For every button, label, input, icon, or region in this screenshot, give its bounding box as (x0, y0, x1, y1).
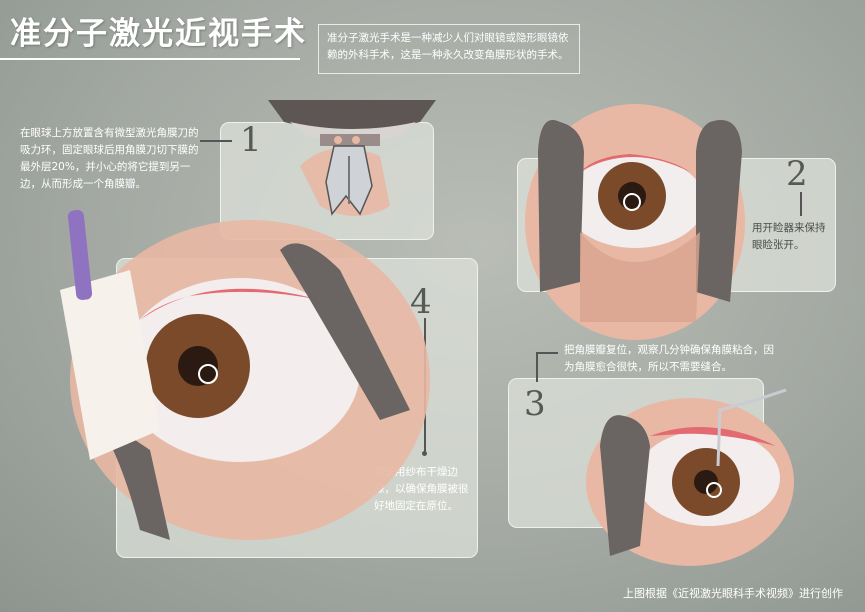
step-3-caption: 把角膜瓣复位，观察几分钟确保角膜粘合，因为角膜愈合很快，所以不需要缝合。 (564, 344, 774, 373)
page-title: 准分子激光近视手术 (10, 16, 307, 52)
step-3-leader-v (536, 352, 538, 382)
step-2-leader (800, 192, 802, 216)
step-3-leader-h (536, 352, 558, 354)
speculum-eye-illustration (525, 104, 745, 340)
step-4-number: 4 (410, 282, 432, 322)
step-2-number: 2 (786, 154, 808, 194)
sponge-drying-illustration (60, 210, 430, 540)
flap-repositioning-illustration (586, 388, 794, 566)
intro-text: 准分子激光手术是一种减少人们对眼镜或隐形眼镜依赖的外科手术，这是一种永久改变角膜… (318, 24, 580, 74)
step-2-caption: 用开睑器来保持眼睑张开。 (752, 222, 826, 251)
step-4-leader-dot (422, 451, 427, 456)
step-1-leader (200, 140, 232, 142)
step-1-caption: 在眼球上方放置含有微型激光角膜刀的吸力环，固定眼球后用角膜刀切下膜的最外层20%… (20, 127, 199, 190)
microkeratome-illustration (268, 100, 436, 216)
title-underline (0, 58, 300, 60)
step-3-number: 3 (524, 384, 546, 424)
credit-line: 上图根据《近视激光眼科手术视频》进行创作 (623, 587, 843, 600)
step-1-number: 1 (240, 120, 262, 160)
